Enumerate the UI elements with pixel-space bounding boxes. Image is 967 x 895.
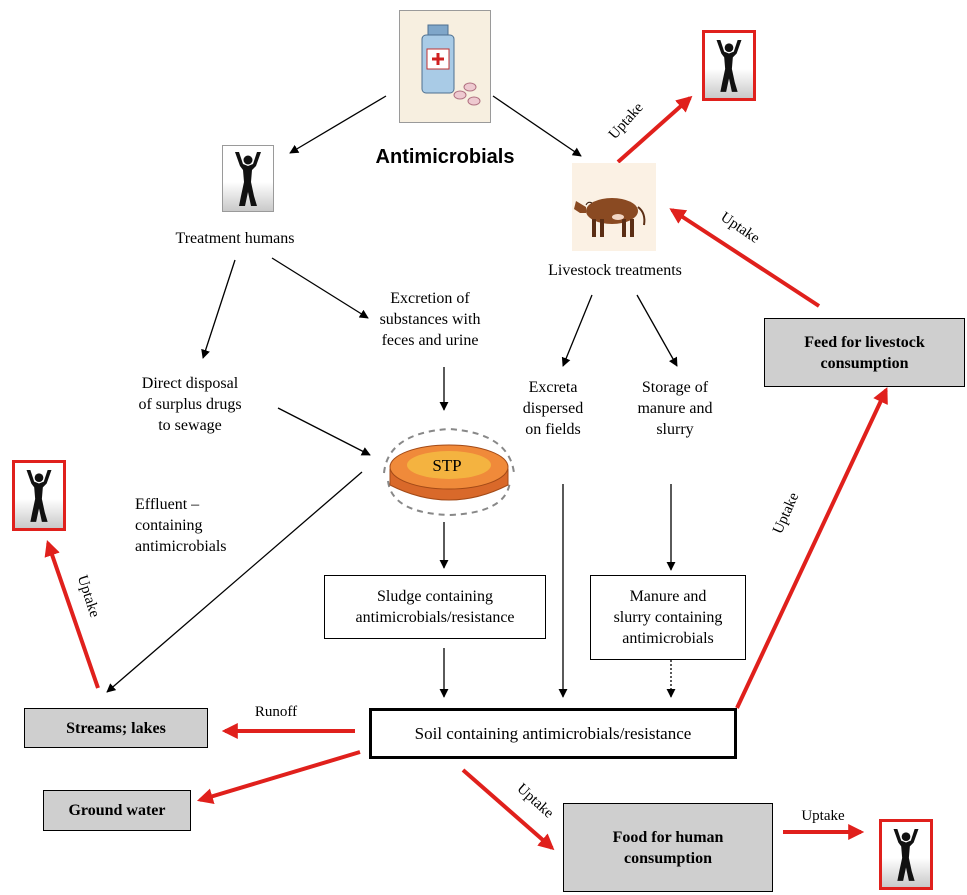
arrow-livestock-to-excreta <box>561 294 593 367</box>
arrow-soil-to-groundwater <box>196 750 361 804</box>
cow-icon <box>572 163 656 251</box>
box-streams-lakes: Streams; lakes <box>24 708 208 748</box>
person-arms-raised-icon <box>12 460 66 531</box>
person-arms-raised-icon <box>702 30 756 101</box>
person-arms-raised-icon <box>222 145 274 212</box>
arrow-livestock-uptake-to-human <box>616 95 693 164</box>
arrow-disposal-to-stp <box>277 407 371 456</box>
arrow-feed-uptake-to-livestock <box>669 208 821 308</box>
arrow-soil-uptake-to-feed <box>735 387 888 709</box>
label-uptake-food-human: Uptake <box>801 808 845 824</box>
arrow-soil-uptake-to-food <box>461 768 555 851</box>
arrow-streams-uptake-to-human <box>44 539 100 689</box>
stp-label: STP <box>432 456 462 475</box>
label-runoff: Runoff <box>254 704 298 720</box>
arrow-medicine-to-livestock <box>492 95 582 157</box>
arrow-humans-to-excretion <box>271 257 369 319</box>
medicine-bottle-icon <box>399 10 491 123</box>
label-livestock-treatments: Livestock treatments <box>548 262 682 279</box>
arrow-livestock-to-storage <box>636 294 678 367</box>
person-arms-raised-icon <box>879 819 933 890</box>
arrow-humans-to-disposal <box>201 259 236 359</box>
box-soil: Soil containing antimicrobials/resistanc… <box>369 708 737 759</box>
stp-icon <box>376 415 522 525</box>
title-antimicrobials: Antimicrobials <box>375 146 515 168</box>
box-ground-water: Ground water <box>43 790 191 831</box>
label-treatment-humans: Treatment humans <box>175 230 295 247</box>
arrow-medicine-to-humans <box>289 95 387 154</box>
arrow-stp-to-streams <box>106 471 363 693</box>
